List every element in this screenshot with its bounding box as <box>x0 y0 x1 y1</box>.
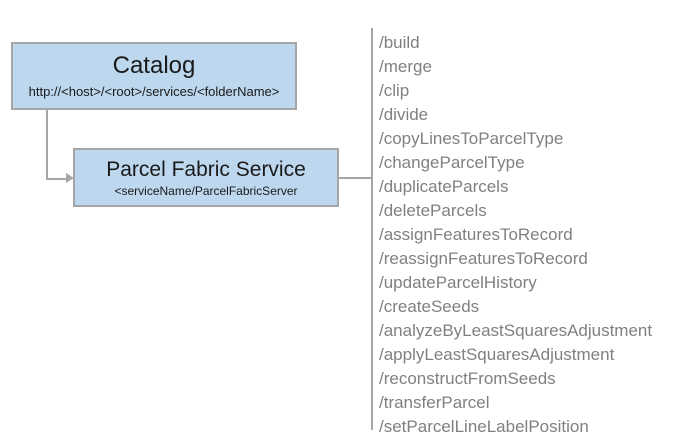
operations-list: /build /merge /clip /divide /copyLinesTo… <box>379 31 679 439</box>
operation-item: /setParcelLineLabelPosition <box>379 417 589 436</box>
operations-rail-line <box>371 28 373 430</box>
operation-item: /duplicateParcels <box>379 177 509 196</box>
parcel-fabric-service-node: Parcel Fabric Service <serviceName/Parce… <box>73 148 339 207</box>
operation-item: /changeParcelType <box>379 153 525 172</box>
connector-catalog-horizontal <box>46 178 67 180</box>
catalog-node-title: Catalog <box>112 52 196 79</box>
parcel-fabric-service-title: Parcel Fabric Service <box>106 157 306 181</box>
operation-item: /merge <box>379 57 432 76</box>
operation-item: /copyLinesToParcelType <box>379 129 564 148</box>
connector-catalog-vertical <box>46 110 48 180</box>
operation-item: /applyLeastSquaresAdjustment <box>379 345 615 364</box>
operation-item: /assignFeaturesToRecord <box>379 225 573 244</box>
connector-service-to-operations <box>339 177 372 179</box>
operation-item: /createSeeds <box>379 297 480 316</box>
parcel-fabric-service-path: <serviceName/ParcelFabricServer <box>114 183 298 198</box>
operation-item: /reconstructFromSeeds <box>379 369 556 388</box>
catalog-node-url: http://<host>/<root>/services/<folderNam… <box>28 84 280 99</box>
operation-item: /updateParcelHistory <box>379 273 537 292</box>
catalog-node: Catalog http://<host>/<root>/services/<f… <box>11 42 297 110</box>
operation-item: /analyzeByLeastSquaresAdjustment <box>379 321 653 340</box>
operation-item: /transferParcel <box>379 393 490 412</box>
operation-item: /clip <box>379 81 410 100</box>
operation-item: /deleteParcels <box>379 201 487 220</box>
arrowhead-icon <box>66 173 74 183</box>
operation-item: /build <box>379 33 420 52</box>
operation-item: /reassignFeaturesToRecord <box>379 249 588 268</box>
operation-item: /divide <box>379 105 429 124</box>
